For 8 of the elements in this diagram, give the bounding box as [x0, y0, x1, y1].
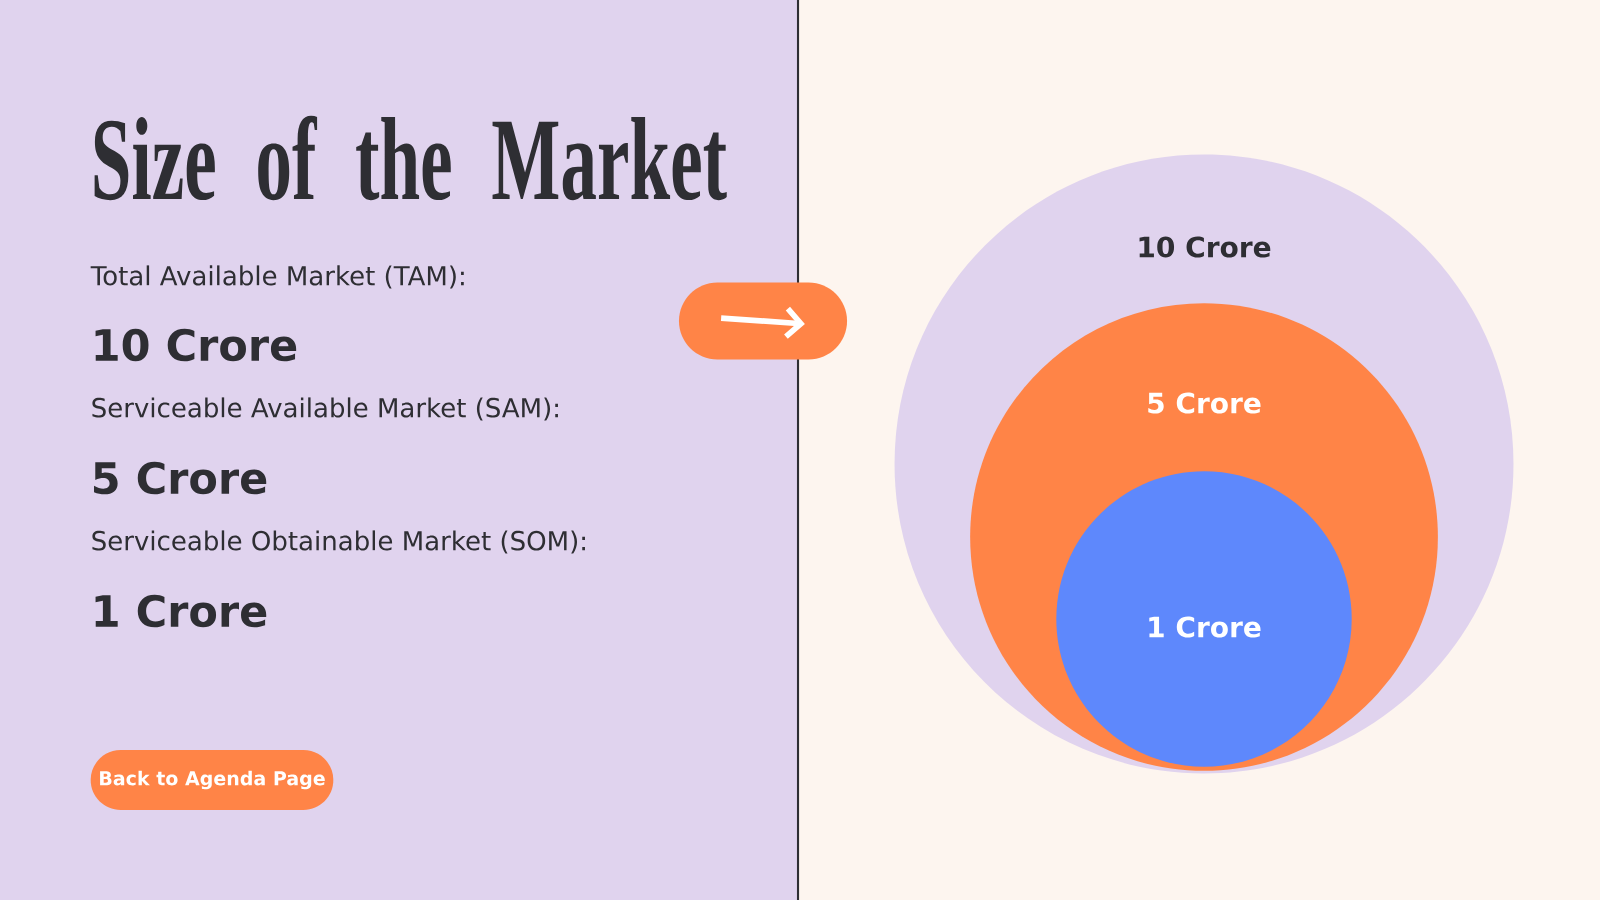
button: Back to Agenda Page [90, 750, 334, 810]
value-text: 1 Crore [95, 594, 267, 628]
value-text: 5 Crore [94, 461, 267, 495]
title: Size of the Market [94, 115, 727, 201]
label-text: Serviceable Available Market (SAM): [92, 397, 558, 421]
label-text: Total Available Market (TAM): [90, 265, 464, 289]
value-text: 10 Crore [95, 328, 297, 362]
label-text: Serviceable Obtainable Market (SOM): [92, 530, 585, 554]
